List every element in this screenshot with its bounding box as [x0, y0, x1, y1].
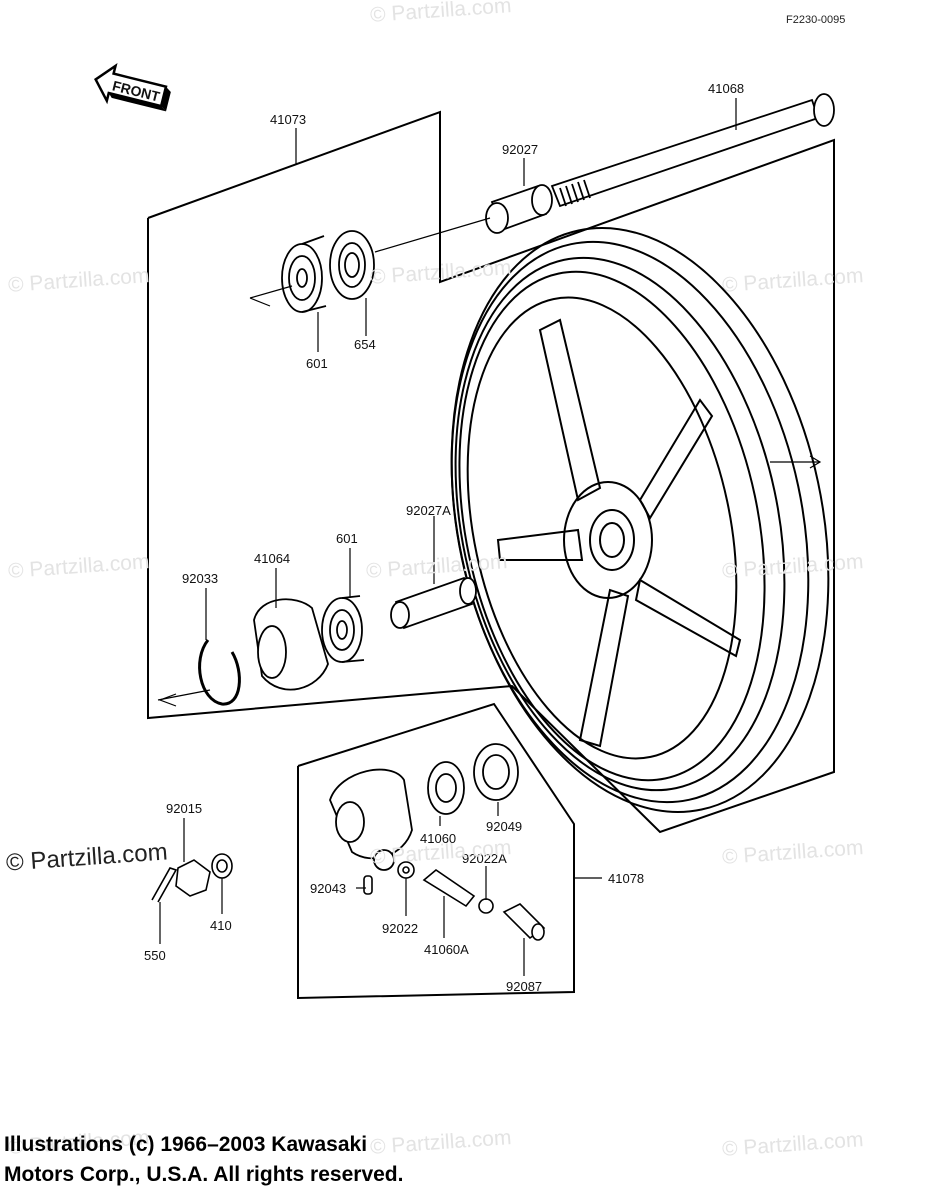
part-label-92027A: 92027A [406, 503, 451, 518]
gear-plate-41064 [253, 598, 329, 691]
spacer-92027 [485, 184, 553, 234]
diagram-code: F2230-0095 [786, 14, 846, 26]
part-label-654: 654 [354, 337, 376, 352]
cotter-pin-550 [151, 867, 178, 903]
front-arrow-icon [94, 62, 171, 112]
copyright-line-1: Illustrations (c) 1966–2003 Kawasaki [4, 1133, 368, 1156]
washer-92022A [478, 898, 494, 914]
assembly-outline-gearbox [297, 702, 575, 1000]
washer-410 [211, 853, 233, 879]
part-label-92022A: 92022A [462, 851, 507, 866]
seal-654 [329, 230, 375, 300]
pin-92043 [363, 875, 373, 895]
part-label-550: 550 [144, 948, 166, 963]
gear-housing [329, 768, 413, 871]
bushing-92087 [502, 903, 546, 941]
part-label-41073: 41073 [270, 112, 307, 127]
wheel [450, 227, 830, 813]
assembly-outline-upper [147, 110, 835, 834]
part-label-41060A: 41060A [424, 942, 469, 957]
part-label-41068: 41068 [708, 81, 745, 96]
part-label-410: 410 [210, 918, 232, 933]
part-label-92022: 92022 [382, 921, 419, 936]
part-label-92049: 92049 [486, 819, 523, 834]
part-label-92027: 92027 [502, 142, 539, 157]
part-label-92033: 92033 [182, 571, 219, 586]
part-label-41064: 41064 [254, 551, 291, 566]
part-label-92015: 92015 [166, 801, 203, 816]
drive-gear-41060 [427, 761, 465, 815]
part-label-92043: 92043 [310, 881, 347, 896]
part-label-601-top: 601 [306, 356, 328, 371]
seal-92049 [473, 743, 519, 801]
bearing-601-top [281, 235, 327, 313]
copyright-line-2: Motors Corp., U.S.A. All rights reserved… [4, 1163, 404, 1186]
bearing-601-lower [321, 595, 365, 663]
part-label-601-lower: 601 [336, 531, 358, 546]
part-label-41060: 41060 [420, 831, 457, 846]
axle-shaft [550, 93, 835, 208]
pinion-41060A [422, 868, 476, 908]
nut-92015 [175, 859, 211, 897]
part-label-41078: 41078 [608, 871, 645, 886]
part-label-92087: 92087 [506, 979, 543, 994]
circlip-92033 [198, 639, 241, 706]
collar-92027A [390, 576, 477, 630]
